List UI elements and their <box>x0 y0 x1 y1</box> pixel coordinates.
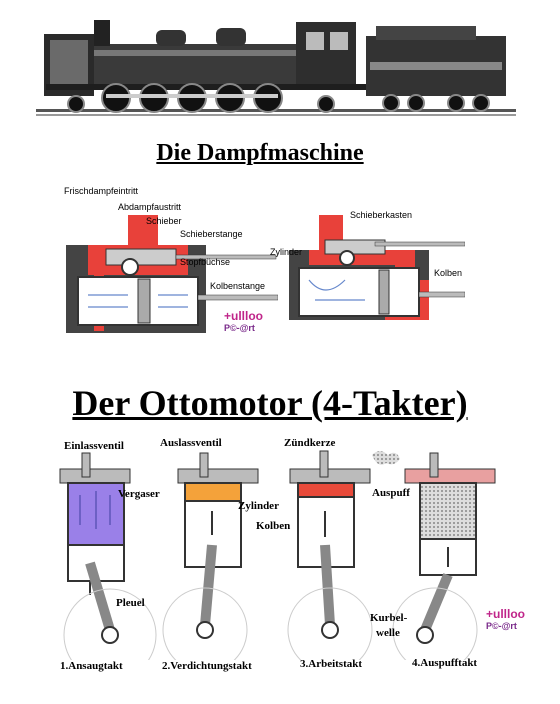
stroke-label-3: 3.Arbeitstakt <box>300 658 363 670</box>
logo-bottom: +ullloo P©-@rt <box>486 607 525 631</box>
label-auslassventil: Auslassventil <box>160 437 222 449</box>
stroke-2-compression <box>162 452 259 660</box>
logo-bottom-top-text: +ullloo <box>486 607 525 621</box>
label-kurbelwelle-1: Kurbel- <box>370 612 408 624</box>
label-zuendkerze: Zündkerze <box>284 437 336 449</box>
stroke-label-4: 4.Auspufftakt <box>412 657 478 669</box>
label-abdampfaustritt: Abdampfaustritt <box>118 202 182 212</box>
locomotive-image <box>36 20 516 116</box>
label-schieber: Schieber <box>146 216 182 226</box>
label-zylinder-steam: Zylinder <box>270 247 303 257</box>
label-vergaser: Vergaser <box>118 488 160 500</box>
steam-engine-diagram-left <box>66 215 278 333</box>
logo-bottom-text: P©-@rt <box>224 323 255 333</box>
label-schieberstange: Schieberstange <box>180 229 243 239</box>
stroke-1-intake <box>59 452 157 660</box>
label-kolbenstange: Kolbenstange <box>210 281 266 291</box>
stroke-4-exhaust <box>372 451 496 660</box>
label-auspuff: Auspuff <box>372 487 410 499</box>
logo-top: +ullloo P©-@rt <box>224 309 263 333</box>
steam-engine-diagram-right <box>289 215 465 320</box>
logo-bottom-bottom-text: P©-@rt <box>486 621 517 631</box>
label-kurbelwelle-2: welle <box>376 627 400 639</box>
otto-engine-title: Der Ottomotor (4-Takter) <box>72 383 468 423</box>
label-schieberkasten: Schieberkasten <box>350 210 413 220</box>
label-kolben-steam: Kolben <box>434 268 463 278</box>
label-zylinder-otto: Zylinder <box>238 500 279 512</box>
label-pleuel: Pleuel <box>116 597 145 609</box>
label-stopfbuechse: Stopfbüchse <box>180 257 231 267</box>
steam-engine-title: Die Dampfmaschine <box>156 140 364 166</box>
logo-top-text: +ullloo <box>224 309 263 323</box>
stroke-label-1: 1.Ansaugtakt <box>60 660 123 672</box>
stroke-label-2: 2.Verdichtungstakt <box>162 660 252 672</box>
stroke-3-power <box>287 450 373 660</box>
label-kolben-otto: Kolben <box>256 520 291 532</box>
label-frischdampfeintritt: Frischdampfeintritt <box>64 186 139 196</box>
otto-strokes-diagram <box>59 450 496 660</box>
label-einlassventil: Einlassventil <box>64 440 124 452</box>
